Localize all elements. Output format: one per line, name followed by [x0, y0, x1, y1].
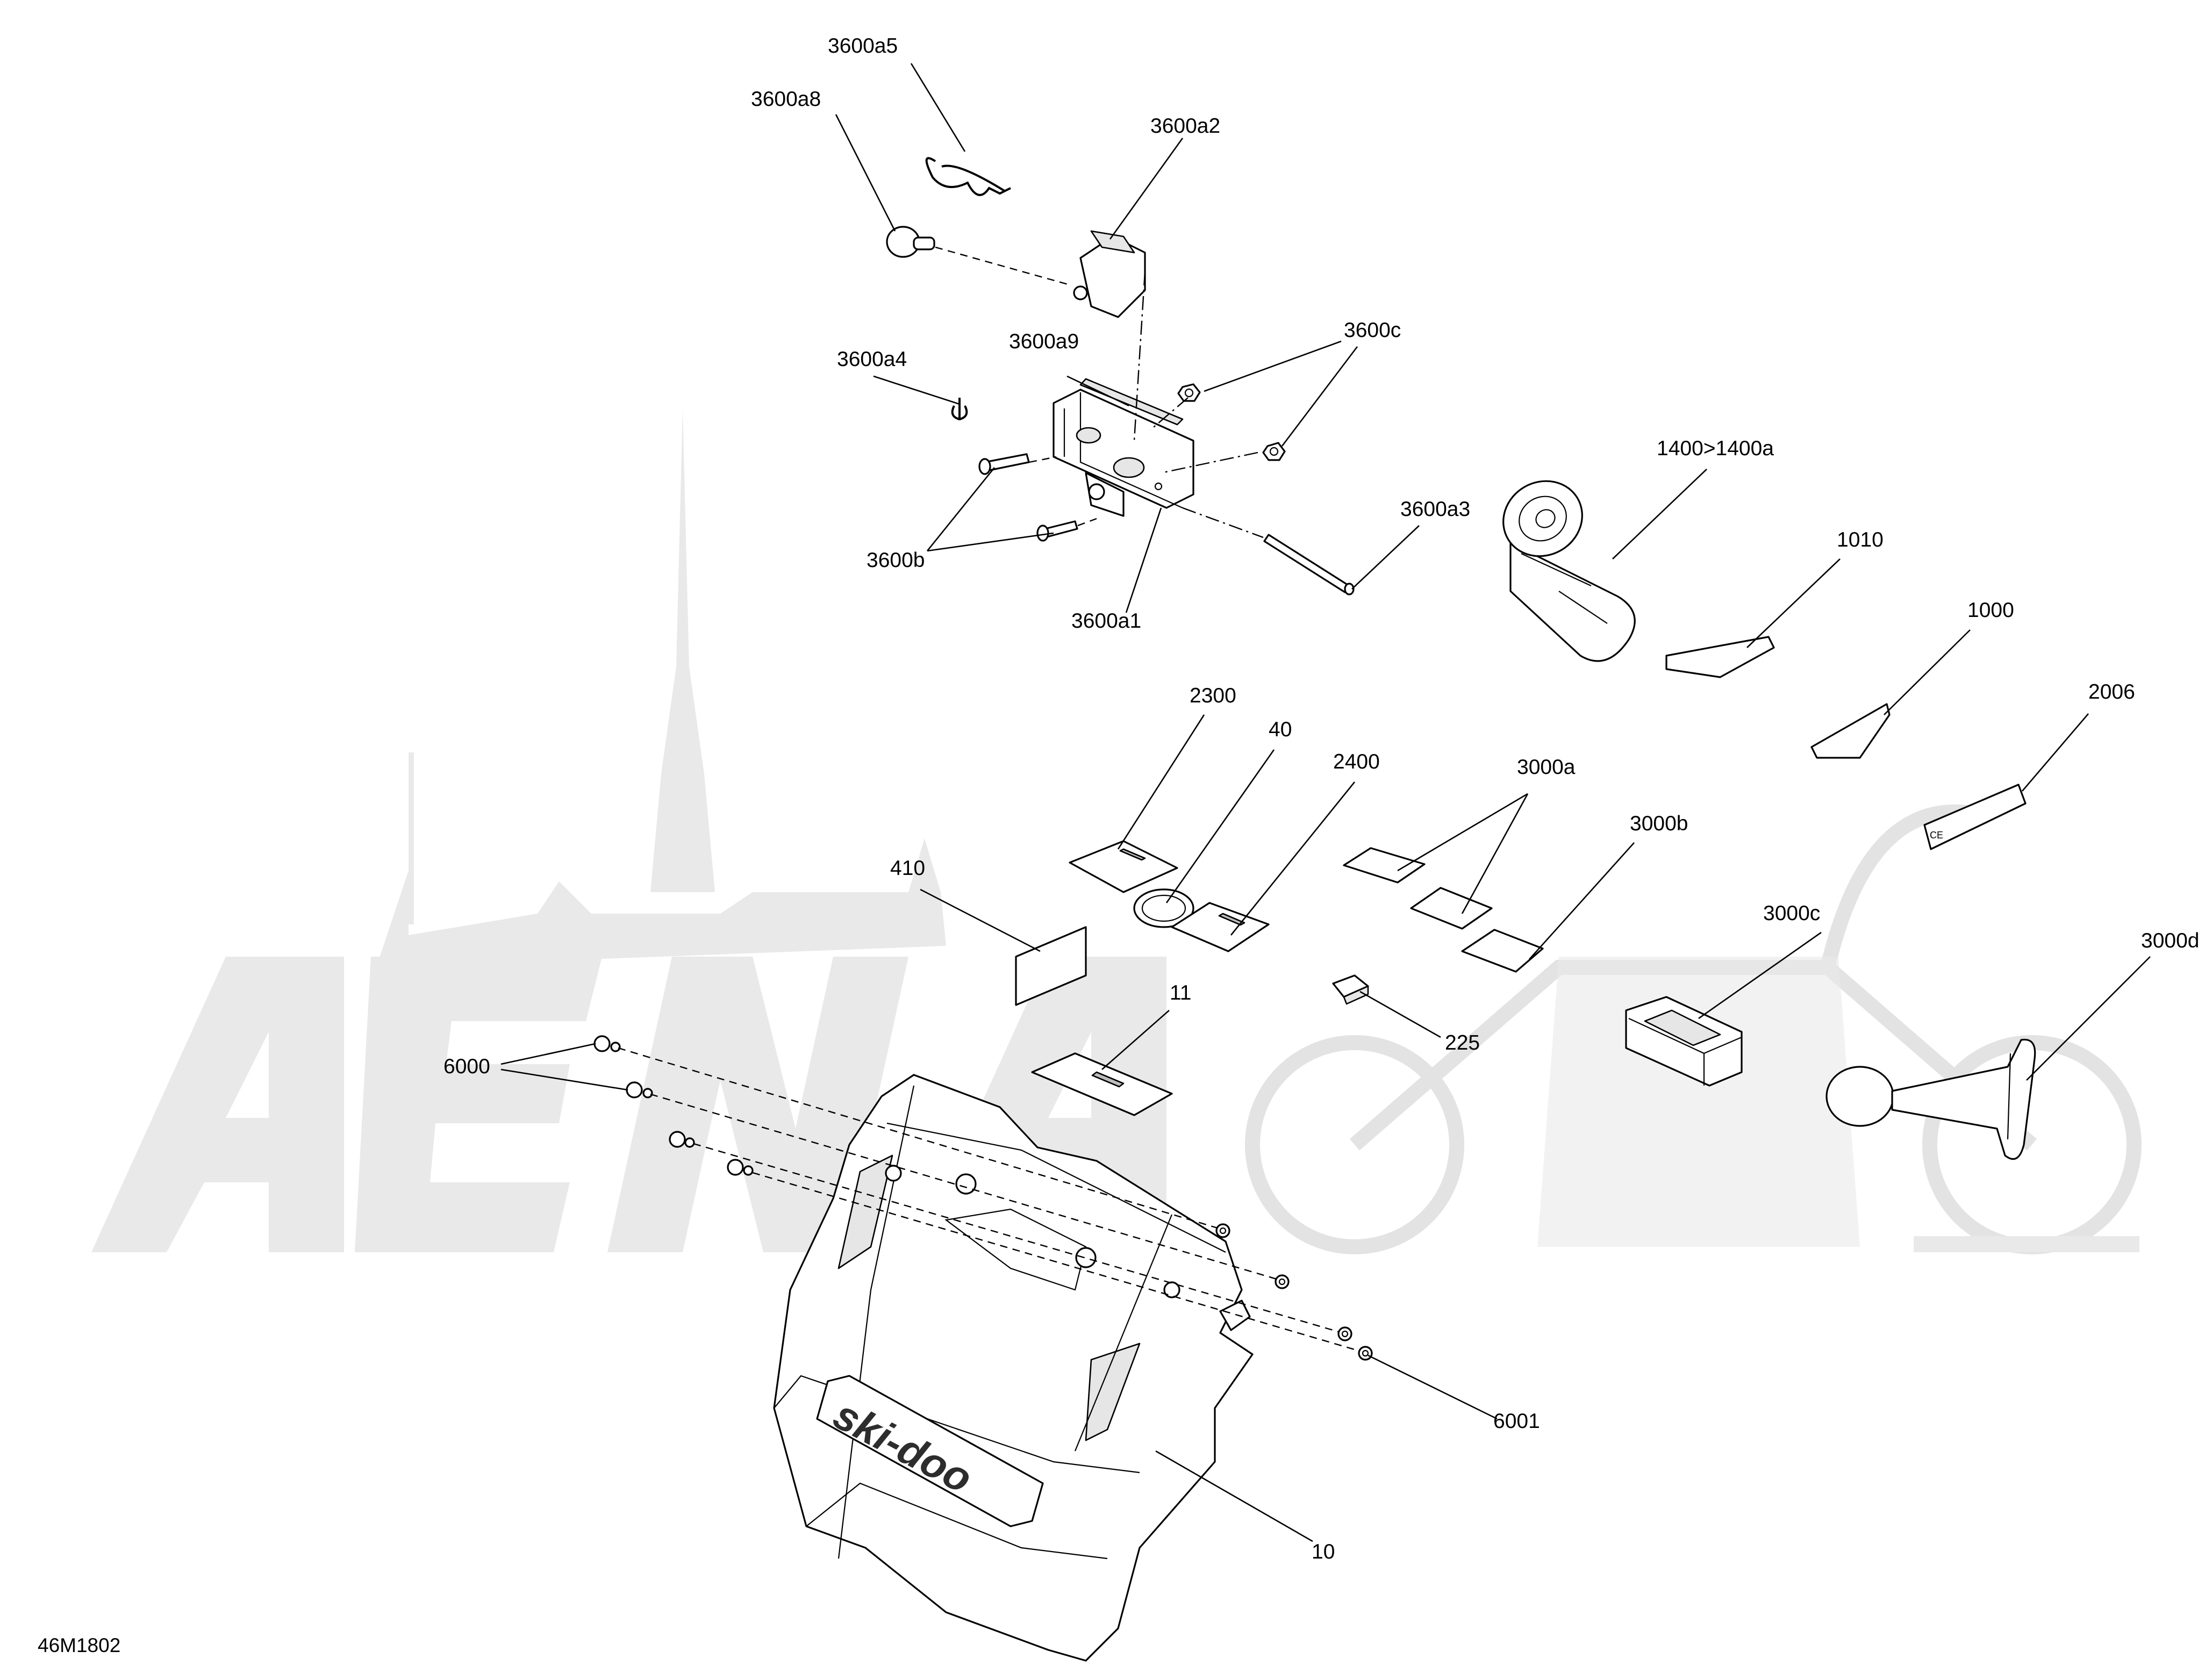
- leader-lines: [500, 63, 2151, 1542]
- callout-1400: 1400>1400a: [1657, 437, 1774, 460]
- callout-11: 11: [1170, 981, 1192, 1004]
- holder-3000c: [1625, 996, 1743, 1087]
- watermark-logo: [91, 408, 2142, 1254]
- decal-2300: [1069, 840, 1178, 893]
- callout-225: 225: [1445, 1031, 1480, 1054]
- callout-1010: 1010: [1837, 528, 1884, 551]
- tag-1010: [1665, 636, 1775, 678]
- decal-3000b: [1461, 929, 1544, 973]
- reference-code: 46M1802: [38, 1634, 120, 1656]
- hook-3600a4: [951, 398, 968, 421]
- screw-6000-a: [593, 1035, 621, 1052]
- svg-text:CE: CE: [1930, 830, 1943, 841]
- emblem-40: [1133, 888, 1194, 928]
- callout-2300: 2300: [1190, 684, 1236, 707]
- decal-3000a-left: [1343, 847, 1426, 884]
- spring-clip-3600a5: [925, 157, 1011, 196]
- screw-6000-b: [626, 1081, 653, 1099]
- callout-labels: 3600a5 3600a8 3600a2 3600a4 3600a9 3600c…: [38, 34, 2199, 1656]
- nut-6001-a: [1215, 1223, 1230, 1238]
- assembly-lines: [618, 246, 1361, 1352]
- tag-1000: [1810, 703, 1891, 759]
- callout-3600a5: 3600a5: [828, 34, 898, 58]
- callout-3000c: 3000c: [1763, 902, 1820, 925]
- label-2006: CE: [1923, 784, 2027, 850]
- screw-6000-c: [669, 1131, 695, 1148]
- decal-3000a-right: [1410, 887, 1493, 930]
- callout-3600a3: 3600a3: [1400, 498, 1470, 521]
- knob-3600a8: [886, 226, 935, 258]
- part-illustrations: CE: [593, 157, 2036, 1662]
- nut-6001-c: [1337, 1326, 1352, 1341]
- nut-6001-d: [1358, 1346, 1373, 1361]
- horn-3000d: [1825, 1038, 2036, 1160]
- nut-3600c-lower: [1262, 442, 1286, 461]
- callout-3600c: 3600c: [1344, 319, 1401, 342]
- nut-6001-b: [1275, 1274, 1290, 1289]
- decal-2400: [1171, 902, 1270, 952]
- latch-3600a2: [1073, 230, 1146, 318]
- callout-3000b: 3000b: [1630, 812, 1688, 835]
- pin-3600b-lower: [1036, 520, 1078, 542]
- roll-1400: [1502, 480, 1636, 662]
- nose-panel-10: ski-doo: [773, 1074, 1254, 1662]
- screw-6000-d: [727, 1159, 754, 1176]
- pin-3600b-upper: [978, 453, 1030, 475]
- callout-3000d: 3000d: [2141, 929, 2199, 952]
- rod-3600a3: [1263, 534, 1355, 595]
- callout-410: 410: [890, 857, 925, 880]
- callout-3600a8: 3600a8: [751, 88, 821, 111]
- callout-6000: 6000: [443, 1055, 490, 1078]
- callout-40: 40: [1269, 718, 1292, 741]
- callout-2006: 2006: [2088, 680, 2135, 703]
- callout-3600a1: 3600a1: [1071, 609, 1141, 633]
- nut-3600c-upper: [1177, 383, 1201, 402]
- clip-225: [1332, 974, 1369, 1005]
- bracket-3600a1: [1053, 389, 1194, 517]
- callout-3600a9: 3600a9: [1009, 330, 1079, 353]
- callout-3000a: 3000a: [1517, 756, 1576, 779]
- plate-410: [1015, 926, 1087, 1006]
- decal-11: [1031, 1052, 1173, 1116]
- callout-1000: 1000: [1967, 599, 2014, 622]
- callout-3600a2: 3600a2: [1150, 114, 1220, 138]
- callout-3600a4: 3600a4: [837, 348, 907, 371]
- callout-2400: 2400: [1333, 750, 1380, 773]
- callout-10: 10: [1312, 1540, 1335, 1563]
- callout-3600b: 3600b: [867, 549, 925, 572]
- callout-6001: 6001: [1493, 1410, 1540, 1433]
